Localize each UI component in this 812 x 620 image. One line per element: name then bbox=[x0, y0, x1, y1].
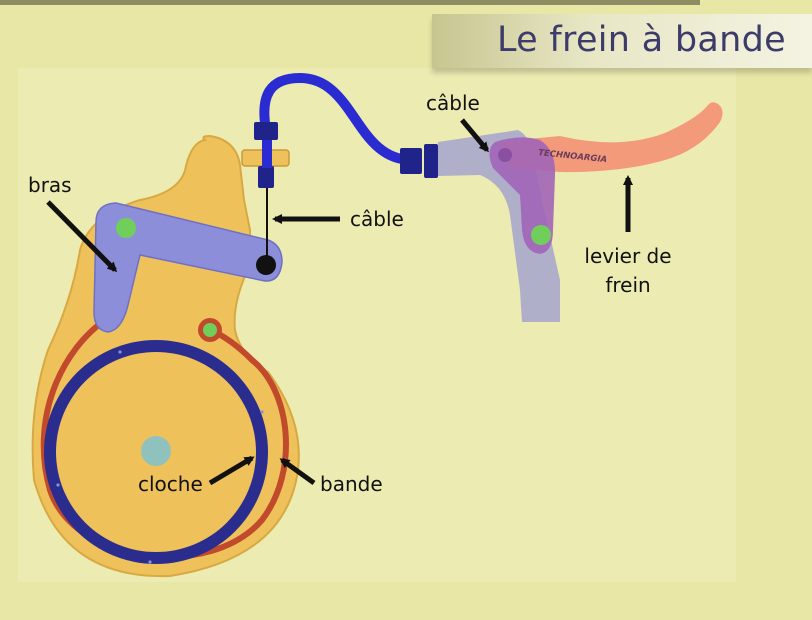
band-end-right-pin bbox=[203, 323, 217, 337]
arrow-cable-top bbox=[460, 118, 489, 153]
sheath-ferrule-right-a bbox=[400, 148, 422, 174]
lever-body bbox=[489, 137, 556, 254]
top-rule bbox=[0, 0, 700, 5]
sheath-ferrule-right-b bbox=[424, 144, 438, 178]
label-cable-top: câble bbox=[426, 91, 480, 115]
label-cloche: cloche bbox=[138, 472, 203, 496]
page-title: Le frein à bande bbox=[496, 20, 786, 60]
cable-sheath bbox=[259, 72, 417, 165]
sheath-ferrule-left-top bbox=[254, 122, 278, 140]
arrow-cloche bbox=[208, 455, 255, 486]
drum-dots bbox=[56, 350, 264, 564]
label-bande: bande bbox=[320, 472, 383, 496]
label-bras: bras bbox=[28, 173, 72, 197]
arm-pivot bbox=[116, 218, 136, 238]
brake-lever bbox=[498, 102, 723, 173]
brake-arm bbox=[93, 202, 283, 333]
label-lever-line1: levier de bbox=[584, 244, 671, 268]
drum-hub bbox=[141, 436, 171, 466]
arrow-bande bbox=[279, 457, 316, 486]
arrow-bras bbox=[46, 200, 118, 273]
sheath-sleeve-left bbox=[262, 140, 272, 168]
lever-pivot bbox=[531, 225, 551, 245]
title-banner: Le frein à bande bbox=[432, 14, 812, 68]
label-cable-left: câble bbox=[350, 207, 404, 231]
brake-band bbox=[40, 315, 289, 560]
label-lever-line2: frein bbox=[605, 273, 650, 297]
arm-end-pin bbox=[256, 255, 276, 275]
lever-cable-anchor bbox=[498, 148, 512, 162]
sheath-ferrule-left-bottom bbox=[258, 166, 274, 188]
